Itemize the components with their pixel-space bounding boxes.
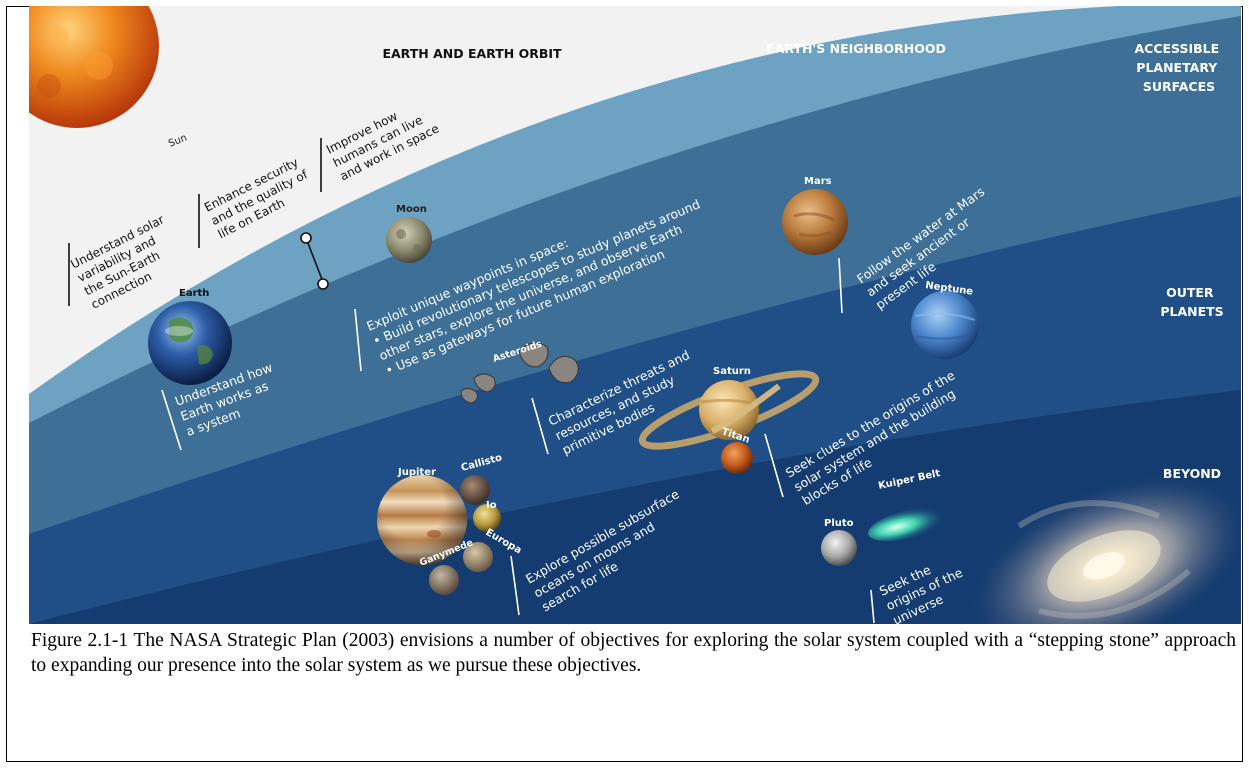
ganymede-image — [429, 565, 459, 595]
mars-divider — [838, 257, 843, 314]
io-label: Io — [486, 500, 497, 511]
earth-system-divider — [161, 389, 182, 451]
band-earth-and-earth-orbit — [29, 6, 1119, 394]
galaxy-image — [966, 472, 1241, 624]
subsurface-divider — [510, 555, 520, 616]
figure-caption: Figure 2.1-1 The NASA Strategic Plan (20… — [31, 630, 1236, 676]
europa-image — [463, 542, 493, 572]
band-title-planetary-surfaces: ACCESSIBLE PLANETARY SURFACES — [1134, 41, 1223, 94]
nasa-strategic-plan-illustration: EARTH AND EARTH ORBIT EARTH'S NEIGHBORHO… — [29, 6, 1241, 624]
mars-label: Mars — [804, 176, 832, 187]
objective-dividers — [68, 138, 322, 306]
jupiter-label: Jupiter — [397, 467, 436, 478]
earth-image — [148, 301, 232, 385]
earth-label: Earth — [179, 288, 209, 299]
pluto-image — [821, 530, 857, 566]
band-title-outer-planets: OUTER PLANETS — [1160, 285, 1223, 319]
universe-divider — [870, 589, 875, 624]
band-title-neighborhood: EARTH'S NEIGHBORHOOD — [766, 41, 946, 56]
neptune-image — [911, 291, 979, 359]
origins-solar-divider — [764, 433, 784, 498]
kuiper-belt-image — [868, 507, 950, 541]
callisto-image — [460, 475, 490, 505]
jupiter-image — [377, 475, 467, 565]
asteroids-divider — [531, 397, 549, 455]
waypoints-divider — [354, 308, 362, 372]
saturn-image — [638, 370, 820, 450]
mars-image — [782, 189, 848, 255]
sun-image — [29, 6, 159, 128]
io-image — [473, 504, 501, 532]
moon-label: Moon — [396, 204, 427, 215]
band-title-earth-orbit: EARTH AND EARTH ORBIT — [382, 46, 562, 61]
waypoint-marker — [300, 232, 329, 290]
moon-image — [386, 217, 432, 263]
titan-image — [721, 442, 753, 474]
saturn-label: Saturn — [713, 366, 751, 377]
pluto-label: Pluto — [824, 518, 854, 529]
asteroids-image — [460, 342, 579, 404]
